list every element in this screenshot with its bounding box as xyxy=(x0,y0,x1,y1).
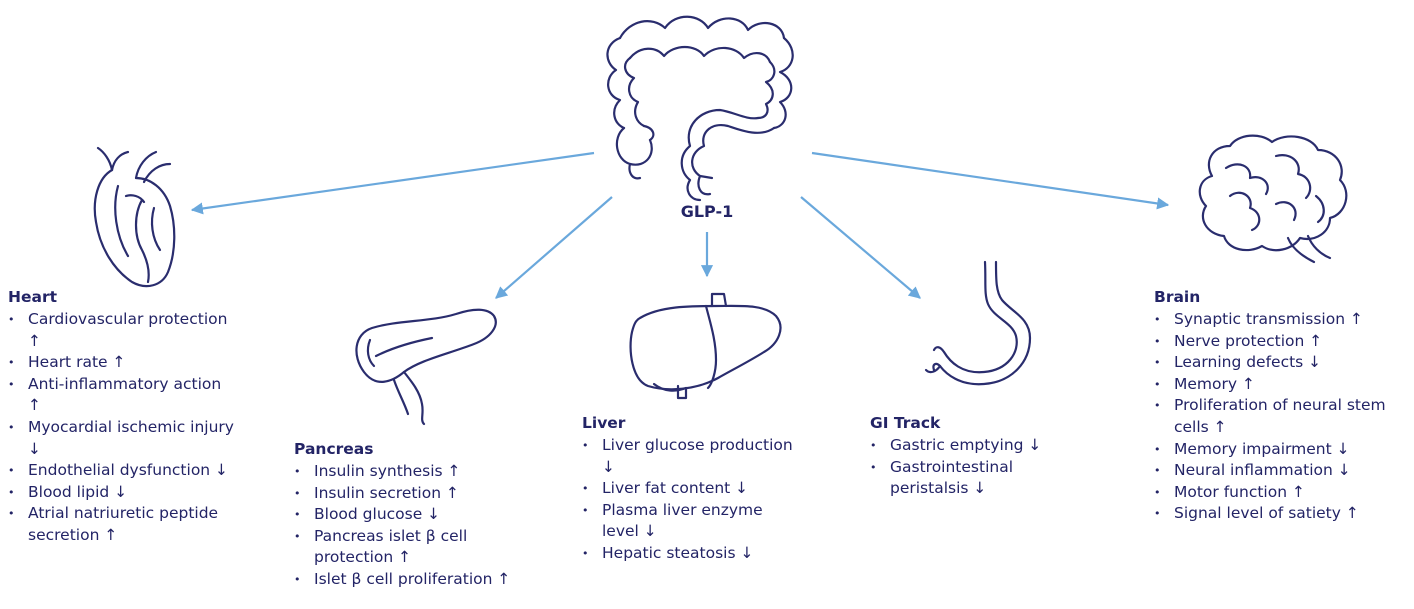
list-item: Signal level of satiety ↑ xyxy=(1154,503,1410,525)
brain-title: Brain xyxy=(1154,287,1410,307)
list-item: Synaptic transmission ↑ xyxy=(1154,309,1410,331)
list-item: Atrial natriuretic peptide secretion ↑ xyxy=(8,503,238,546)
list-item: Liver glucose production ↓ xyxy=(582,435,802,478)
brain-block: Brain Synaptic transmission ↑ Nerve prot… xyxy=(1154,287,1410,525)
list-item: Proliferation of neural stem cells ↑ xyxy=(1154,395,1410,438)
list-item: Gastric emptying ↓ xyxy=(870,435,1070,457)
list-item: Liver fat content ↓ xyxy=(582,478,802,500)
list-item: Insulin secretion ↑ xyxy=(294,483,534,505)
pancreas-title: Pancreas xyxy=(294,439,534,459)
heart-effects: Cardiovascular protection ↑ Heart rate ↑… xyxy=(8,309,238,547)
gi-title: GI Track xyxy=(870,413,1070,433)
liver-block: Liver Liver glucose production ↓ Liver f… xyxy=(582,413,802,565)
list-item: Insulin synthesis ↑ xyxy=(294,461,534,483)
list-item: Heart rate ↑ xyxy=(8,352,238,374)
list-item: Plasma liver enzyme level ↓ xyxy=(582,500,802,543)
list-item: Gastrointestinal peristalsis ↓ xyxy=(870,457,1070,500)
list-item: Learning defects ↓ xyxy=(1154,352,1410,374)
list-item: Anti-inflammatory action ↑ xyxy=(8,374,238,417)
heart-block: Heart Cardiovascular protection ↑ Heart … xyxy=(8,287,238,547)
list-item: Islet β cell proliferation ↑ xyxy=(294,569,534,591)
gi-effects: Gastric emptying ↓ Gastrointestinal peri… xyxy=(870,435,1070,500)
gi-block: GI Track Gastric emptying ↓ Gastrointest… xyxy=(870,413,1070,500)
pancreas-block: Pancreas Insulin synthesis ↑ Insulin sec… xyxy=(294,439,534,591)
liver-title: Liver xyxy=(582,413,802,433)
list-item: Pancreas islet β cell protection ↑ xyxy=(294,526,534,569)
brain-effects: Synaptic transmission ↑ Nerve protection… xyxy=(1154,309,1410,525)
list-item: Myocardial ischemic injury ↓ xyxy=(8,417,238,460)
list-item: Cardiovascular protection ↑ xyxy=(8,309,238,352)
list-item: Memory impairment ↓ xyxy=(1154,439,1410,461)
list-item: Memory ↑ xyxy=(1154,374,1410,396)
heart-title: Heart xyxy=(8,287,238,307)
list-item: Blood lipid ↓ xyxy=(8,482,238,504)
list-item: Motor function ↑ xyxy=(1154,482,1410,504)
list-item: Endothelial dysfunction ↓ xyxy=(8,460,238,482)
list-item: Blood glucose ↓ xyxy=(294,504,534,526)
pancreas-effects: Insulin synthesis ↑ Insulin secretion ↑ … xyxy=(294,461,534,591)
list-item: Nerve protection ↑ xyxy=(1154,331,1410,353)
list-item: Hepatic steatosis ↓ xyxy=(582,543,802,565)
liver-effects: Liver glucose production ↓ Liver fat con… xyxy=(582,435,802,565)
list-item: Neural inflammation ↓ xyxy=(1154,460,1410,482)
